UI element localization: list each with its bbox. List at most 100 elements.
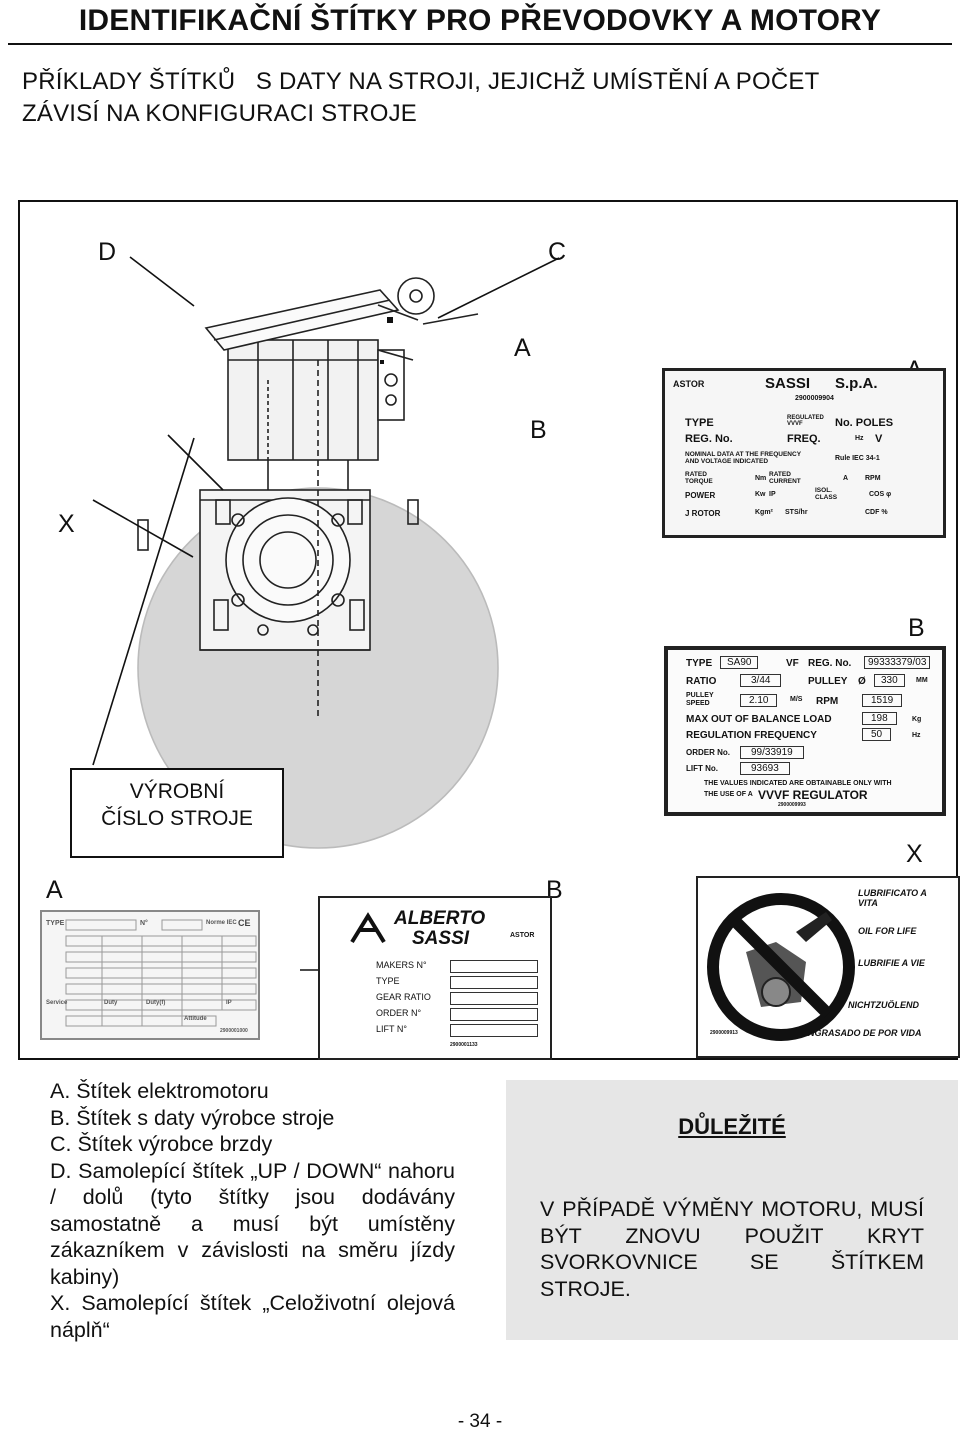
plate-j-rotor: J ROTOR xyxy=(685,509,721,518)
page-title: IDENTIFIKAČNÍ ŠTÍTKY PRO PŘEVODOVKY A MO… xyxy=(78,4,882,37)
sticker-line-it: LUBRIFICATO A VITA xyxy=(858,888,927,908)
legend-item-c: C. Štítek výrobce brzdy xyxy=(50,1132,273,1156)
plate-rated-current: RATED CURRENT xyxy=(769,471,801,485)
serial-box-line-2: ČÍSLO STROJE xyxy=(101,807,253,830)
plate-b-max-val: 198 xyxy=(862,712,897,725)
plate-a-bottom-duty: Duty xyxy=(104,1000,118,1006)
plate-a-bottom-serial: 2900001000 xyxy=(220,1028,248,1034)
identification-plates-figure: D C A B X A B X A B VÝROBNÍ ČÍSLO STROJE… xyxy=(18,200,960,1060)
oil-for-life-sticker-x: LUBRIFICATO A VITA OIL FOR LIFE LUBRIFIE… xyxy=(696,876,960,1058)
plate-rated-torque: RATED TORQUE xyxy=(685,471,713,485)
motor-plate-a: ASTOR SASSI S.p.A. 2900009904 TYPE REGUL… xyxy=(662,368,946,538)
plate-a-bottom-type: TYPE xyxy=(46,920,65,927)
plate-b-pulley-val: 330 xyxy=(874,674,905,687)
plate-kgm: Kgm² xyxy=(755,509,773,516)
plate-b-lift-no: LIFT No. xyxy=(686,764,718,773)
legend-item-a: A. Štítek elektromotoru xyxy=(50,1079,269,1103)
callout-d: D xyxy=(98,238,117,266)
serial-box-line-1: VÝROBNÍ xyxy=(129,780,225,803)
plate-b-note2: THE USE OF A xyxy=(704,791,753,798)
plate-b-bottom-field-3 xyxy=(450,992,538,1005)
sticker-line-es: ENGRASADO DE POR VIDA xyxy=(802,1028,922,1038)
plate-b-ratio: RATIO xyxy=(686,676,717,687)
legend-item-d: D. Samolepící štítek „UP / DOWN“ nahoru … xyxy=(50,1158,455,1289)
plate-b-bottom-brand1: ALBERTO xyxy=(394,908,486,929)
plate-b-ratio-val: 3/44 xyxy=(740,674,782,687)
callout-a-bottom: A xyxy=(46,876,63,904)
plate-cdf: CDF % xyxy=(865,509,888,516)
callout-b-top: B xyxy=(530,416,547,444)
plate-power: POWER xyxy=(685,491,716,500)
plate-b-order-no: ORDER No. xyxy=(686,748,730,757)
title-rule xyxy=(8,43,952,45)
plate-serial: 2900009904 xyxy=(795,395,834,402)
page-number: - 34 - xyxy=(457,1411,503,1432)
plate-b-bottom-gear-ratio: GEAR RATIO xyxy=(376,992,431,1002)
plate-nm: Nm xyxy=(755,475,767,482)
subtitle-line-1: PŘÍKLADY ŠTÍTKŮ S DATY NA STROJI, JEJICH… xyxy=(22,68,820,95)
plate-b-mm: MM xyxy=(916,677,928,684)
plate-b-bottom-field-4 xyxy=(450,1008,538,1021)
plate-b-pulley-sym: Ø xyxy=(858,676,866,687)
motor-plate-a-bottom: TYPE N° Norme IEC CE Service Duty Duty(f… xyxy=(40,910,260,1040)
plate-nominal: NOMINAL DATA AT THE FREQUENCY AND VOLTAG… xyxy=(685,451,801,465)
plate-b-freq-val: 50 xyxy=(862,728,892,741)
subtitle-line-2: ZÁVISÍ NA KONFIGURACI STROJE xyxy=(22,100,417,127)
plate-b-kg: Kg xyxy=(912,716,922,723)
plate-b-speed-val: 2.10 xyxy=(740,694,778,707)
plate-b-reg-val: 99333379/03 xyxy=(864,656,931,669)
machine-plate-b-bottom: ALBERTO SASSI ASTOR MAKERS N° TYPE GEAR … xyxy=(318,896,552,1060)
plate-b-bottom-makers: MAKERS N° xyxy=(376,960,427,970)
plate-b-vvvf: VVVF REGULATOR xyxy=(758,788,868,802)
plate-a-bottom-n: N° xyxy=(140,920,148,927)
plate-a-bottom-ip: IP xyxy=(226,1000,232,1006)
plate-a-bottom-attitude: Attitude xyxy=(184,1016,207,1022)
important-body: V PŘÍPADĚ VÝMĚNY MOTORU, MUSÍ BÝT ZNOVU … xyxy=(540,1197,924,1301)
plate-b-serial: 2900009993 xyxy=(778,802,806,808)
plate-company: S.p.A. xyxy=(835,375,878,392)
callout-c: C xyxy=(548,238,567,266)
plate-b-bottom-type: TYPE xyxy=(376,976,400,986)
callout-b-right: B xyxy=(908,614,925,642)
plate-b-bottom-field-5 xyxy=(450,1024,538,1037)
plate-b-bottom-serial: 2900001133 xyxy=(450,1042,478,1048)
plate-b-bottom-brand2: SASSI xyxy=(412,928,470,949)
plate-reg-no: REG. No. xyxy=(685,433,733,445)
plate-b-bottom-field-1 xyxy=(450,960,538,973)
plate-b-hz: Hz xyxy=(912,732,921,739)
plate-brand: SASSI xyxy=(765,375,811,392)
plate-rule: Rule IEC 34-1 xyxy=(835,455,880,462)
output-flange xyxy=(225,497,351,623)
plate-b-reg-no: REG. No. xyxy=(808,658,852,669)
no-oil-icon xyxy=(707,893,855,1041)
plate-a-bottom-norme: Norme IEC xyxy=(206,920,237,926)
plate-b-type: TYPE xyxy=(686,658,713,669)
machine-plate-b: TYPE SA90 VF REG. No. 99333379/03 RATIO … xyxy=(664,646,946,816)
page-subtitle: PŘÍKLADY ŠTÍTKŮ S DATY NA STROJI, JEJICH… xyxy=(22,66,952,130)
plate-amp: A xyxy=(843,475,849,482)
plate-b-pulley-speed: PULLEY SPEED xyxy=(686,692,714,707)
sticker-line-en: OIL FOR LIFE xyxy=(858,926,917,936)
serial-number-box: VÝROBNÍ ČÍSLO STROJE xyxy=(70,768,284,858)
plate-rpm: RPM xyxy=(865,475,881,482)
plate-b-bottom-field-2 xyxy=(450,976,538,989)
gearbox-drawing xyxy=(92,256,560,971)
plate-b-order-val: 99/33919 xyxy=(740,746,804,759)
plate-b-rpm-val: 1519 xyxy=(862,694,903,707)
plate-ip: IP xyxy=(769,491,776,498)
plate-b-note1: THE VALUES INDICATED ARE OBTAINABLE ONLY… xyxy=(704,780,892,787)
callout-x-left: X xyxy=(58,510,75,538)
plate-b-pulley: PULLEY xyxy=(808,676,848,687)
plate-b-vf: VF xyxy=(786,658,799,669)
plate-isol: ISOL. CLASS xyxy=(815,487,838,501)
plate-b-type-val: SA90 xyxy=(720,656,759,669)
callout-a-top: A xyxy=(514,334,531,362)
plate-b-rpm: RPM xyxy=(816,696,839,707)
important-notice-box: DŮLEŽITÉ V PŘÍPADĚ VÝMĚNY MOTORU, MUSÍ B… xyxy=(506,1080,958,1340)
plate-cos: COS φ xyxy=(869,491,892,498)
legend-item-b: B. Štítek s daty výrobce stroje xyxy=(50,1105,335,1130)
plate-poles: No. POLES xyxy=(835,417,894,429)
plate-b-bottom-order: ORDER N° xyxy=(376,1008,422,1018)
plate-freq: FREQ. xyxy=(787,433,821,445)
plate-b-bottom-logo: ASTOR xyxy=(510,932,535,939)
